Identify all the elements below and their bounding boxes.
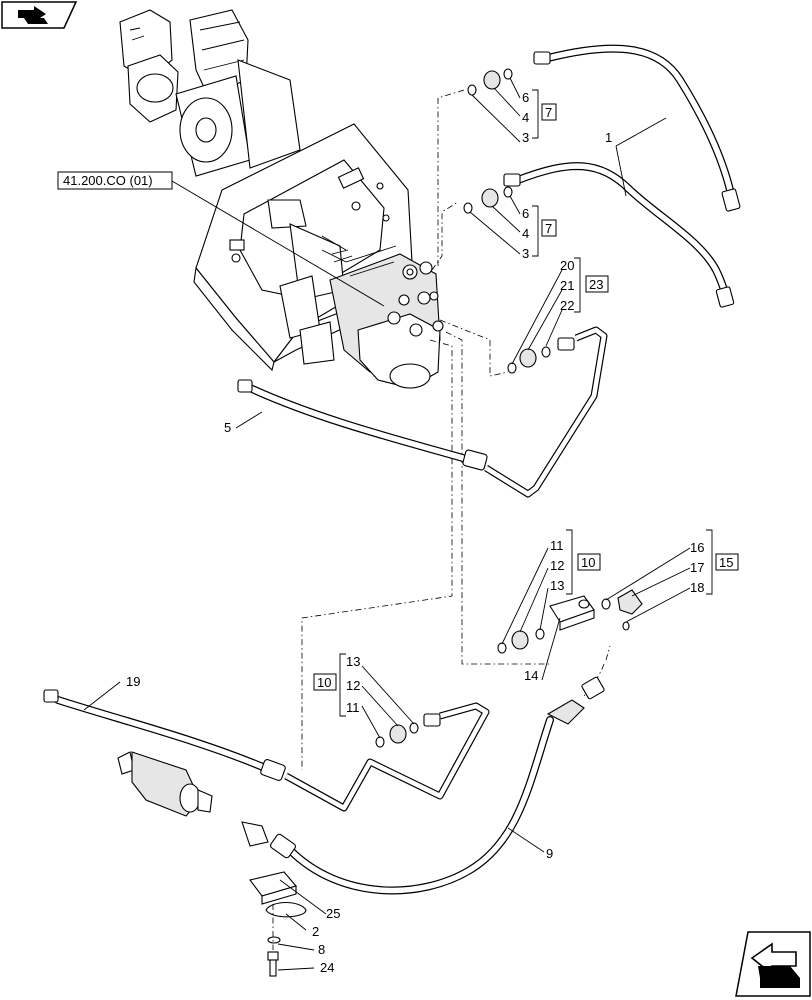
callout-2[interactable]: 2: [312, 924, 319, 939]
tee-connector-14: [549, 595, 595, 631]
kit-boxes: 7 7 23 10 10 15: [313, 103, 739, 691]
kit-23: 23: [589, 277, 603, 292]
clamp-2: [265, 901, 307, 918]
fitting-set-20-22: [507, 346, 551, 374]
fitting-set-upper: [467, 68, 513, 96]
callout-21[interactable]: 21: [560, 278, 574, 293]
clamp-bracket-25: [249, 871, 297, 905]
kit-box-7-upper[interactable]: 7: [541, 103, 557, 121]
nav-forward-arrow-icon[interactable]: [735, 931, 811, 997]
callout-3-lower[interactable]: 3: [522, 246, 529, 261]
dash-line-18: [583, 645, 611, 697]
kit-7-upper: 7: [545, 105, 552, 120]
callout-4-upper[interactable]: 4: [522, 110, 529, 125]
hose-9: [241, 676, 605, 895]
fitting-set-lower: [463, 186, 513, 214]
callout-6-lower[interactable]: 6: [522, 206, 529, 221]
reference-leader-line: [171, 180, 385, 307]
dash-line-top: [437, 89, 465, 266]
callout-22[interactable]: 22: [560, 298, 574, 313]
callout-1[interactable]: 1: [605, 130, 612, 145]
kit-10-right: 10: [581, 555, 595, 570]
fitting-set-16-18: [601, 589, 643, 631]
callout-16[interactable]: 16: [690, 540, 704, 555]
callout-5[interactable]: 5: [224, 420, 231, 435]
kit-brackets: [339, 89, 713, 717]
callout-12-right[interactable]: 12: [550, 558, 564, 573]
dash-line-down-right: [445, 331, 552, 665]
callout-4-lower[interactable]: 4: [522, 226, 529, 241]
callout-20[interactable]: 20: [560, 258, 574, 273]
kit-15: 15: [719, 555, 733, 570]
nav-back-arrow-icon[interactable]: [1, 1, 78, 29]
callout-11-right[interactable]: 11: [550, 538, 564, 553]
kit-box-23[interactable]: 23: [585, 275, 609, 293]
steering-cylinder-sensor: [117, 751, 213, 817]
kit-box-7-lower[interactable]: 7: [541, 219, 557, 237]
callout-8[interactable]: 8: [318, 942, 325, 957]
dash-line-upper-right: [431, 201, 459, 271]
callout-13-left[interactable]: 13: [346, 654, 360, 669]
callout-3-upper[interactable]: 3: [522, 130, 529, 145]
callout-leaders: [83, 77, 691, 971]
callout-17[interactable]: 17: [690, 560, 704, 575]
kit-box-15[interactable]: 15: [715, 553, 739, 571]
fitting-set-11-13-left: [375, 722, 419, 748]
kit-box-10-left[interactable]: 10: [313, 673, 337, 691]
callout-9[interactable]: 9: [546, 846, 553, 861]
callout-24[interactable]: 24: [320, 960, 334, 975]
dash-line-right: [439, 319, 509, 377]
reference-box[interactable]: 41.200.CO (01): [57, 171, 173, 190]
steering-column-assembly: [119, 9, 444, 389]
callout-18[interactable]: 18: [690, 580, 704, 595]
dash-line-down-left: [301, 339, 453, 770]
reference-label: 41.200.CO (01): [63, 173, 153, 188]
callout-11-left[interactable]: 11: [346, 700, 360, 715]
callout-12-left[interactable]: 12: [346, 678, 360, 693]
kit-10-left: 10: [317, 675, 331, 690]
hose-5: [237, 326, 608, 498]
callout-19[interactable]: 19: [126, 674, 140, 689]
fitting-set-11-13-right: [497, 628, 545, 654]
hose-1-lower: [503, 162, 735, 308]
kit-box-10-right[interactable]: 10: [577, 553, 601, 571]
callout-numbers: 1 6 4 3 6 4 3 20 21 22 5 11 12 13 14 16 …: [126, 90, 704, 975]
callout-6-upper[interactable]: 6: [522, 90, 529, 105]
bolt-24: [267, 951, 279, 977]
callout-25[interactable]: 25: [326, 906, 340, 921]
kit-7-lower: 7: [545, 221, 552, 236]
washer-8: [267, 936, 281, 944]
callout-14[interactable]: 14: [524, 668, 538, 683]
callout-13-right[interactable]: 13: [550, 578, 564, 593]
hose-19: [43, 689, 490, 812]
hose-1-upper: [533, 44, 741, 212]
